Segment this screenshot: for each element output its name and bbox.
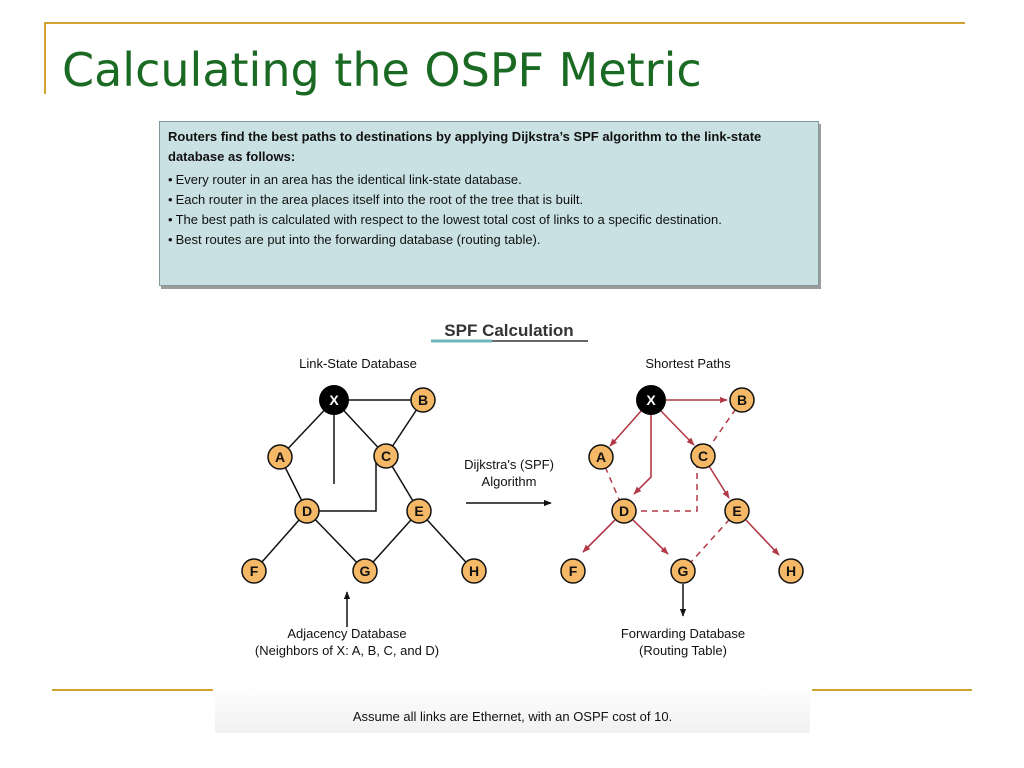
slide-title: Calculating the OSPF Metric: [62, 43, 702, 97]
info-bullet-text: Every router in an area has the identica…: [175, 172, 522, 187]
router-label-x: X: [329, 392, 339, 408]
info-bullet: •Every router in an area has the identic…: [168, 170, 810, 190]
title-frame-top-line: [44, 22, 965, 24]
path-d-g: [632, 519, 669, 555]
router-label-g: G: [360, 563, 371, 579]
router-label-g: G: [678, 563, 689, 579]
left-caption-line2: (Neighbors of X: A, B, C, and D): [255, 643, 439, 658]
info-bullet: •The best path is calculated with respec…: [168, 210, 810, 230]
bullet-glyph: •: [168, 172, 173, 187]
bullet-glyph: •: [168, 192, 173, 207]
info-bullet-text: Each router in the area places itself in…: [175, 192, 584, 207]
algorithm-label-line2: Algorithm: [482, 474, 537, 489]
right-caption-line1: Forwarding Database: [621, 626, 745, 641]
footer-accent-line-right: [812, 689, 972, 691]
path-e-h: [745, 519, 780, 556]
edge-c-d: [307, 463, 377, 512]
router-node-h: H: [778, 558, 804, 584]
left-graph-nodes: X A B C D E F G: [241, 385, 487, 584]
unused-link-e-g: [682, 510, 738, 572]
footer-accent-line-left: [52, 689, 213, 691]
path-x-a: [609, 410, 642, 447]
router-node-x: X: [636, 385, 666, 415]
info-bullet: •Best routes are put into the forwarding…: [168, 230, 810, 250]
right-graph-title: Shortest Paths: [645, 356, 731, 371]
title-frame-left-line: [44, 22, 46, 94]
path-x-c: [660, 410, 695, 446]
path-x-d: [633, 415, 652, 495]
router-node-d: D: [611, 498, 637, 524]
bullet-glyph: •: [168, 212, 173, 227]
router-node-g: G: [670, 558, 696, 584]
router-node-c: C: [373, 443, 399, 469]
router-label-h: H: [469, 563, 479, 579]
router-label-f: F: [569, 563, 578, 579]
footer-note-band: [215, 683, 810, 733]
router-node-f: F: [560, 558, 586, 584]
right-graph-nodes: X A B C D E F G: [560, 385, 804, 584]
router-node-h: H: [461, 558, 487, 584]
router-label-a: A: [596, 449, 606, 465]
left-graph-title: Link-State Database: [299, 356, 417, 371]
router-label-e: E: [732, 503, 741, 519]
router-label-e: E: [414, 503, 423, 519]
unused-link-c-d: [624, 462, 698, 512]
router-node-e: E: [724, 498, 750, 524]
router-label-x: X: [646, 392, 656, 408]
left-caption-line1: Adjacency Database: [287, 626, 406, 641]
router-node-c: C: [690, 443, 716, 469]
algorithm-label-line1: Dijkstra's (SPF): [464, 457, 554, 472]
router-node-x: X: [319, 385, 349, 415]
info-bullet: •Each router in the area places itself i…: [168, 190, 810, 210]
footer-note: Assume all links are Ethernet, with an O…: [352, 709, 673, 724]
right-caption-line2: (Routing Table): [639, 643, 727, 658]
diagram-heading: SPF Calculation: [444, 321, 573, 340]
info-bullet-text: The best path is calculated with respect…: [175, 212, 722, 227]
info-bullet-text: Best routes are put into the forwarding …: [175, 232, 541, 247]
edge-d-g: [306, 510, 366, 572]
left-graph-edges: [253, 399, 475, 572]
bullet-glyph: •: [168, 232, 173, 247]
edge-e-h: [418, 510, 475, 572]
router-node-a: A: [588, 444, 614, 470]
router-label-a: A: [275, 449, 285, 465]
info-lead: Routers find the best paths to destinati…: [168, 129, 762, 164]
router-node-g: G: [352, 558, 378, 584]
router-label-b: B: [737, 392, 747, 408]
edge-d-f: [253, 510, 308, 572]
router-label-b: B: [418, 392, 428, 408]
edge-e-g: [364, 510, 420, 572]
right-graph-shortest-paths: [582, 396, 780, 556]
router-node-b: B: [729, 387, 755, 413]
router-label-c: C: [698, 448, 708, 464]
router-label-d: D: [619, 503, 629, 519]
router-node-f: F: [241, 558, 267, 584]
router-node-a: A: [267, 444, 293, 470]
info-box: Routers find the best paths to destinati…: [159, 121, 819, 286]
path-d-f: [582, 519, 616, 553]
path-c-e: [708, 465, 730, 499]
router-label-d: D: [302, 503, 312, 519]
info-bullet-list: •Every router in an area has the identic…: [168, 170, 810, 250]
router-node-e: E: [406, 498, 432, 524]
router-label-c: C: [381, 448, 391, 464]
router-label-h: H: [786, 563, 796, 579]
router-node-b: B: [410, 387, 436, 413]
router-node-d: D: [294, 498, 320, 524]
router-label-f: F: [250, 563, 259, 579]
